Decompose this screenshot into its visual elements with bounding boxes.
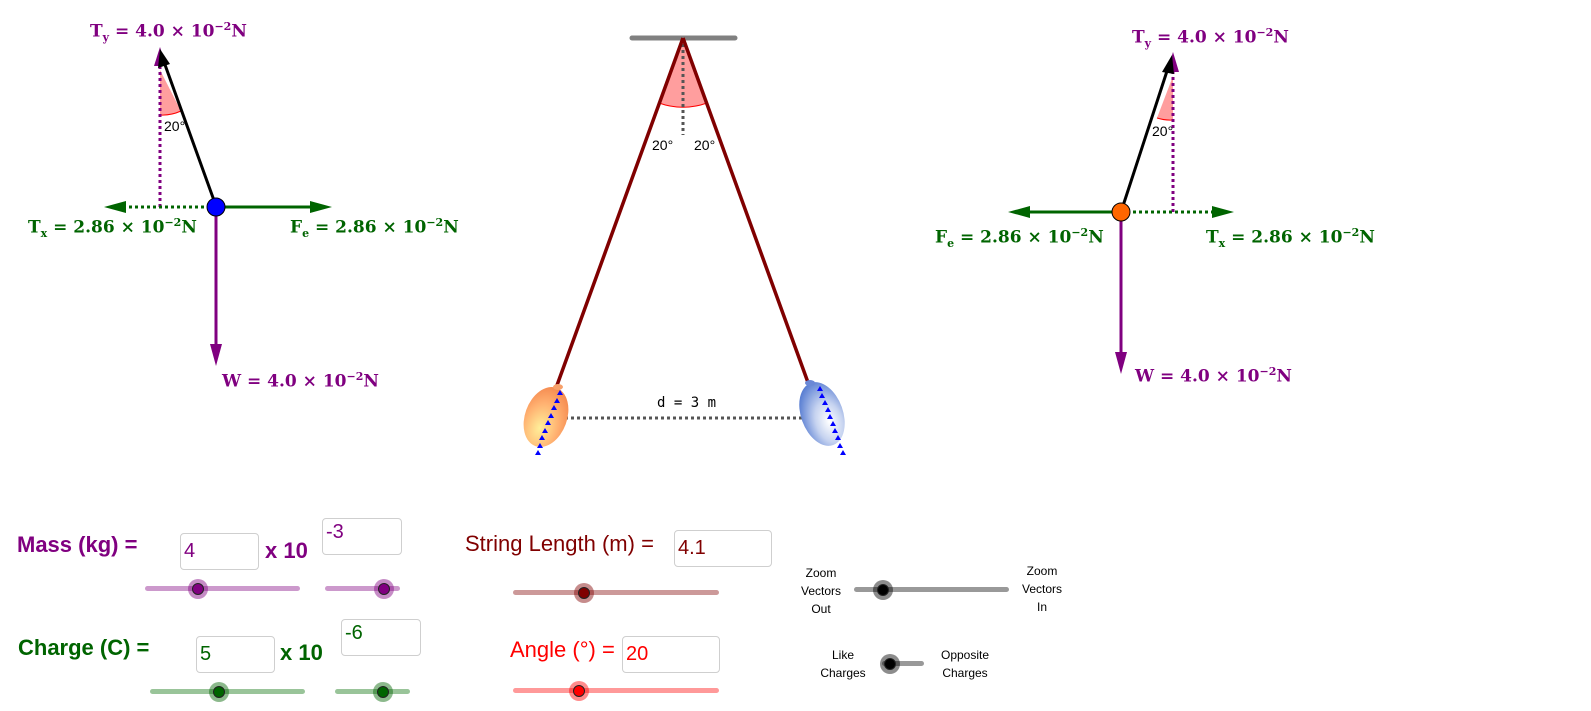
mass-times-ten: x 10 bbox=[265, 538, 308, 563]
right-tension-vector bbox=[1119, 67, 1170, 213]
right-fe-label: Fe = 2.86 × 10−2N bbox=[935, 226, 1104, 251]
zoom-out-label: Zoom Vectors Out bbox=[800, 566, 842, 616]
angle-slider-knob[interactable] bbox=[573, 685, 585, 697]
right-angle-wedge bbox=[1157, 76, 1173, 121]
mass-label: Mass (kg) = bbox=[17, 532, 138, 557]
right-weight-label: W = 4.0 × 10−2N bbox=[1135, 365, 1292, 387]
right-angle-label: 20° bbox=[1152, 123, 1174, 139]
mass-slider-knob[interactable] bbox=[192, 583, 204, 595]
angle-label: Angle (°) = bbox=[510, 637, 615, 662]
distance-label: d = 3 m bbox=[657, 395, 717, 411]
zoom-vectors-slider-knob[interactable] bbox=[877, 584, 889, 596]
left-free-body-diagram bbox=[104, 47, 332, 366]
right-balloon[interactable] bbox=[791, 376, 853, 452]
string-length-label: String Length (m) = bbox=[465, 531, 654, 556]
pendulum-right-angle-label: 20° bbox=[694, 137, 716, 153]
opposite-charges-label: Opposite Charges bbox=[940, 648, 990, 680]
charge-exponent-input[interactable] bbox=[341, 619, 421, 656]
string-length-input[interactable] bbox=[674, 530, 772, 567]
left-weight-label: W = 4.0 × 10−2N bbox=[222, 370, 379, 392]
string-length-slider-knob[interactable] bbox=[578, 587, 590, 599]
left-charge-point[interactable] bbox=[206, 197, 226, 217]
right-free-body-diagram bbox=[1008, 52, 1234, 374]
left-tx-label: Tx = 2.86 × 10−2N bbox=[28, 216, 197, 241]
zoom-in-label: Zoom Vectors In bbox=[1021, 564, 1063, 614]
pendulum-diagram bbox=[516, 35, 853, 455]
left-angle-label: 20° bbox=[164, 118, 186, 134]
left-tension-vector bbox=[162, 61, 218, 207]
right-tx-label: Tx = 2.86 × 10−2N bbox=[1206, 226, 1375, 251]
left-angle-wedge bbox=[160, 70, 181, 116]
angle-slider[interactable] bbox=[513, 688, 719, 693]
charge-type-toggle[interactable] bbox=[882, 661, 924, 666]
pendulum-left-angle-label: 20° bbox=[652, 137, 674, 153]
left-ty-label: Ty = 4.0 × 10−2N bbox=[90, 20, 247, 45]
mass-exponent-slider[interactable] bbox=[325, 586, 400, 591]
charge-times-ten: x 10 bbox=[280, 640, 323, 665]
charge-slider-knob[interactable] bbox=[213, 686, 225, 698]
right-balloon-markers bbox=[817, 386, 846, 455]
charge-slider[interactable] bbox=[150, 689, 305, 694]
zoom-vectors-slider[interactable] bbox=[854, 587, 1009, 592]
charge-type-toggle-knob[interactable] bbox=[884, 658, 896, 670]
like-charges-label: Like Charges bbox=[820, 648, 866, 680]
charge-input[interactable] bbox=[196, 636, 275, 673]
charge-exponent-slider[interactable] bbox=[335, 689, 410, 694]
left-string bbox=[554, 37, 685, 389]
pendulum-angle-wedge bbox=[659, 38, 707, 108]
charge-exponent-slider-knob[interactable] bbox=[377, 686, 389, 698]
left-balloon-markers bbox=[535, 390, 563, 455]
mass-input[interactable] bbox=[180, 533, 259, 570]
left-fe-label: Fe = 2.86 × 10−2N bbox=[290, 216, 459, 241]
mass-exponent-slider-knob[interactable] bbox=[378, 583, 390, 595]
right-ty-label: Ty = 4.0 × 10−2N bbox=[1132, 26, 1289, 51]
mass-exponent-input[interactable] bbox=[322, 518, 402, 555]
charge-label: Charge (C) = bbox=[18, 635, 150, 660]
mass-slider[interactable] bbox=[145, 586, 300, 591]
left-balloon[interactable] bbox=[516, 381, 577, 454]
angle-input[interactable] bbox=[622, 636, 720, 673]
right-charge-point[interactable] bbox=[1111, 202, 1131, 222]
right-string bbox=[681, 37, 812, 389]
string-length-slider[interactable] bbox=[513, 590, 719, 595]
